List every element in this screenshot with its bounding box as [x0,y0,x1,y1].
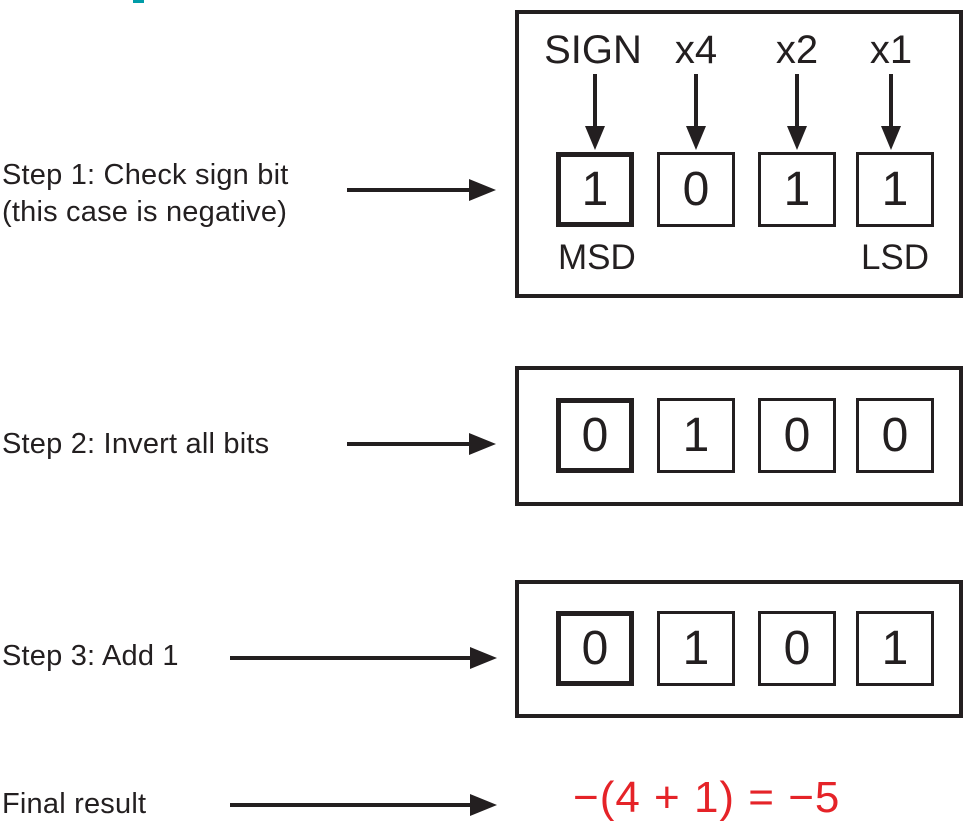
step1-label-line2: (this case is negative) [2,196,288,228]
step1-arrow-icon [347,188,469,192]
x4-column-label: x4 [674,28,718,72]
x2-down-arrow-icon [795,74,799,126]
bit-value: 0 [783,621,811,675]
bit-value: 1 [682,621,710,675]
step3-arrow-icon [230,656,470,660]
x1-column-label: x1 [869,28,913,72]
final-result-label: Final result [2,788,147,820]
bit-value: 1 [881,621,909,675]
step1-bit-cell-x1: 1 [856,152,934,227]
step2-bit-cell-x4: 1 [657,398,735,473]
step1-bit-cell-x4: 0 [657,152,735,227]
step1-label-line1: Step 1: Check sign bit [2,159,289,191]
step2-bit-cell-x2: 0 [758,398,836,473]
bit-value: 0 [581,621,609,675]
msd-label: MSD [558,238,636,277]
sign-column-label: SIGN [544,28,642,72]
step3-bit-cell-x2: 0 [758,611,836,686]
step3-bit-cell-x1: 1 [856,611,934,686]
bit-value: 0 [682,162,710,216]
step3-register-box: 0 1 0 1 [515,580,963,718]
step2-label: Step 2: Invert all bits [2,428,270,460]
bit-value: 0 [783,408,811,462]
bit-value: 1 [581,162,609,216]
step1-bit-cell-x2: 1 [758,152,836,227]
teal-crop-mark [133,0,144,3]
sign-down-arrow-icon [593,74,597,126]
x2-column-label: x2 [775,28,819,72]
step1-bit-cell-sign: 1 [556,152,634,227]
bit-value: 1 [783,162,811,216]
step3-label: Step 3: Add 1 [2,640,179,672]
final-result-arrow-icon [230,803,470,807]
step2-bit-cell-x1: 0 [856,398,934,473]
step1-label: Step 1: Check sign bit (this case is neg… [2,157,289,231]
lsd-label: LSD [860,238,930,277]
bit-value: 0 [881,408,909,462]
step1-register-box: SIGN x4 x2 x1 1 0 1 1 MSD LSD [515,10,963,298]
x4-down-arrow-icon [694,74,698,126]
final-result-value: −(4 + 1) = −5 [573,773,841,822]
x1-down-arrow-icon [889,74,893,126]
step2-arrow-icon [347,442,469,446]
step2-register-box: 0 1 0 0 [515,366,963,506]
bit-value: 1 [682,408,710,462]
step3-bit-cell-x4: 1 [657,611,735,686]
bit-value: 1 [881,162,909,216]
bit-value: 0 [581,408,609,462]
step3-bit-cell-sign: 0 [556,611,634,686]
step2-bit-cell-sign: 0 [556,398,634,473]
